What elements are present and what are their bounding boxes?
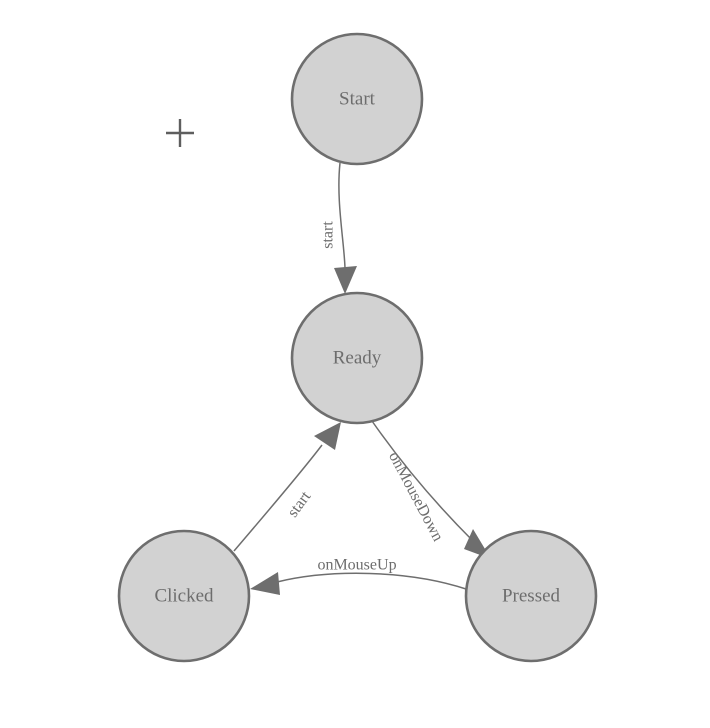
node-start-circle	[290, 32, 424, 166]
edge-start-to-ready[interactable]: start	[320, 162, 357, 294]
edge-clicked-to-ready[interactable]: start	[233, 422, 341, 552]
node-clicked-circle	[117, 529, 251, 663]
node-start[interactable]: Start	[290, 32, 424, 166]
node-pressed-circle	[464, 529, 598, 663]
node-start-label: Start	[339, 88, 376, 109]
edge-path-start-to-ready	[338, 162, 346, 269]
node-ready-circle	[290, 291, 424, 425]
edge-label-ready-to-pressed: onMouseDown	[385, 449, 446, 544]
edge-label-start-to-ready: start	[320, 221, 337, 249]
edge-ready-to-pressed[interactable]: onMouseDown	[371, 420, 491, 559]
edge-path-clicked-to-ready	[233, 444, 323, 552]
arrowhead-into-ready-from-start	[334, 266, 357, 294]
node-ready-label: Ready	[333, 347, 382, 368]
plus-marker-icon	[166, 119, 194, 147]
edge-path-pressed-to-clicked	[276, 572, 467, 590]
edge-path-ready-to-pressed	[371, 420, 474, 542]
node-pressed[interactable]: Pressed	[464, 529, 598, 663]
node-ready[interactable]: Ready	[290, 291, 424, 425]
edge-label-clicked-to-ready: start	[284, 488, 314, 521]
node-clicked-label: Clicked	[154, 585, 214, 606]
arrowhead-into-ready-from-clicked	[314, 422, 341, 450]
arrowhead-into-clicked	[250, 572, 280, 595]
edge-pressed-to-clicked[interactable]: onMouseUp	[250, 557, 467, 595]
edge-label-pressed-to-clicked: onMouseUp	[317, 557, 396, 574]
node-pressed-label: Pressed	[502, 585, 561, 606]
node-clicked[interactable]: Clicked	[117, 529, 251, 663]
